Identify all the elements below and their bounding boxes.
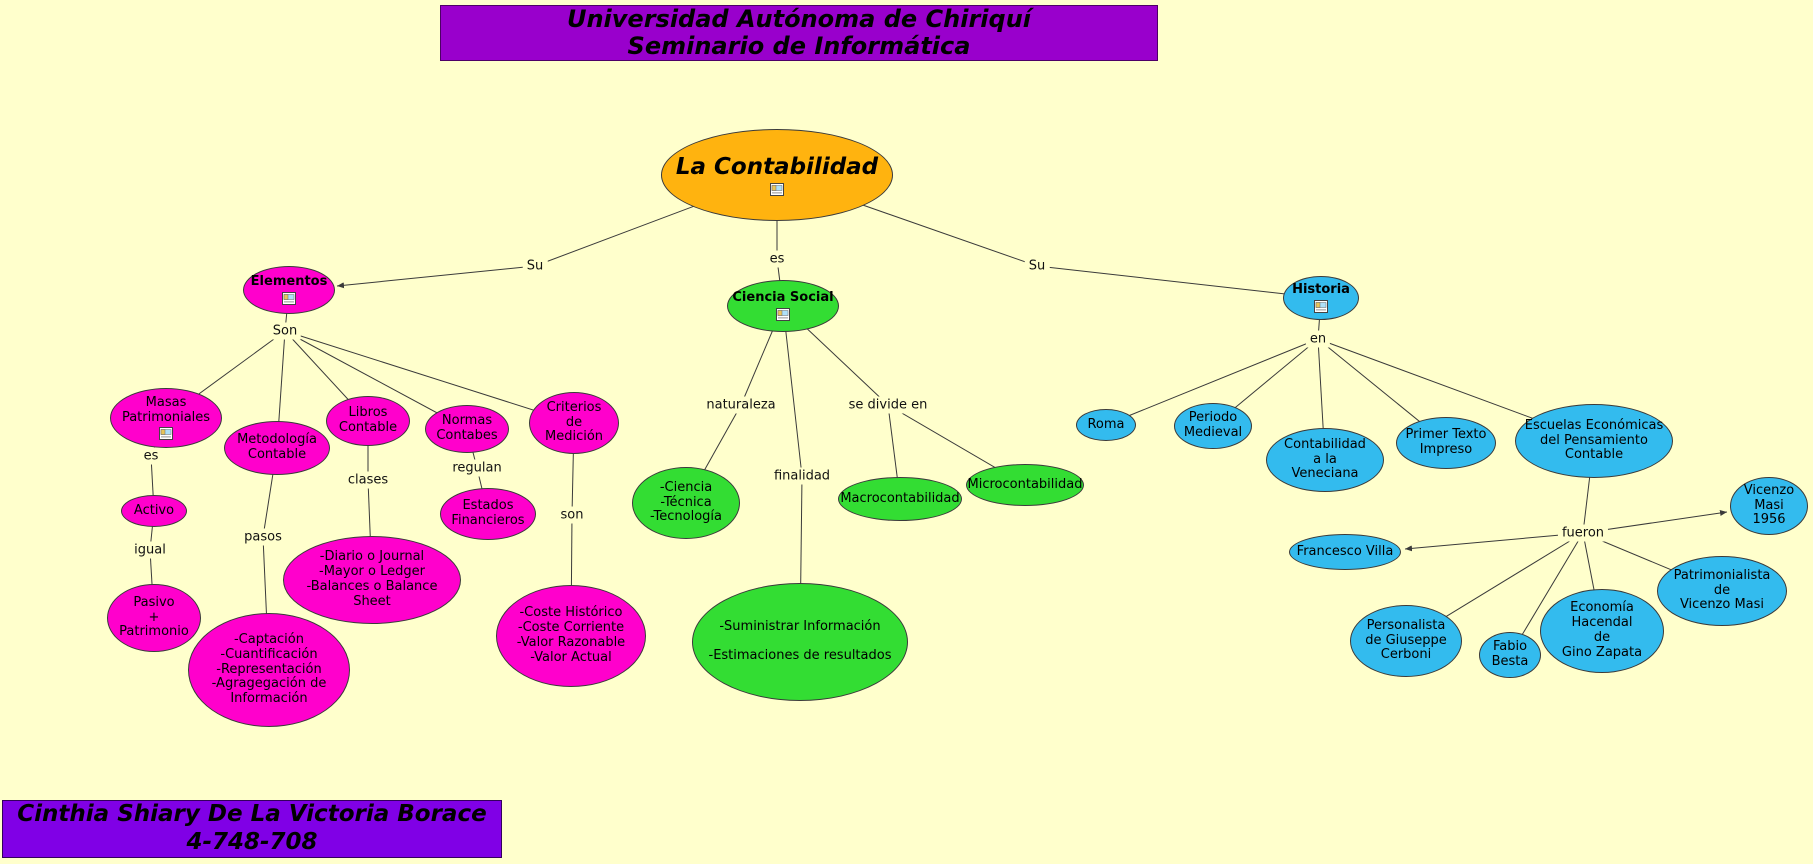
concept-node-vicenzo-masi-1956[interactable]: Vicenzo Masi 1956 <box>1730 477 1808 535</box>
concept-node-primer-texto-impreso[interactable]: Primer Texto Impreso <box>1396 417 1496 469</box>
link-label-es-ciencia[interactable]: es <box>765 250 789 268</box>
concept-node-clases-libros[interactable]: -Diario o Journal -Mayor o Ledger -Balan… <box>283 536 461 624</box>
concept-node-roma[interactable]: Roma <box>1076 409 1136 441</box>
concept-node-pasivo-patrimonio[interactable]: Pasivo + Patrimonio <box>107 584 201 652</box>
node-label: Primer Texto Impreso <box>1405 427 1487 457</box>
header-course-title: Seminario de Informática <box>627 32 971 60</box>
node-label: Elementos <box>250 274 328 290</box>
link-label-su-elementos[interactable]: Su <box>522 257 548 275</box>
link-label-regulan[interactable]: regulan <box>448 459 506 477</box>
link-label-en[interactable]: en <box>1305 330 1331 348</box>
resource-icon[interactable] <box>770 182 784 196</box>
concept-node-patrimonialista-masi[interactable]: Patrimonialista de Vicenzo Masi <box>1657 556 1787 626</box>
concept-node-criterios-coste[interactable]: -Coste Histórico -Coste Corriente -Valor… <box>496 585 646 687</box>
node-label: Macrocontabilidad <box>840 490 960 506</box>
resource-icon[interactable] <box>159 427 173 441</box>
node-label: Roma <box>1087 416 1125 432</box>
resource-icon[interactable] <box>1314 299 1328 313</box>
concept-node-criterios-medicion[interactable]: Criterios de Medición <box>529 392 619 454</box>
node-label: Patrimonialista de Vicenzo Masi <box>1673 567 1771 613</box>
concept-node-naturaleza-items[interactable]: -Ciencia -Técnica -Tecnología <box>632 467 740 539</box>
concept-node-masas-patrimoniales[interactable]: Masas Patrimoniales <box>110 388 222 448</box>
resource-icon[interactable] <box>282 291 296 305</box>
node-label: Microcontabilidad <box>967 476 1083 492</box>
concept-node-personalista-cerboni[interactable]: Personalista de Giuseppe Cerboni <box>1350 605 1462 677</box>
link-label-es-activo[interactable]: es <box>139 447 163 465</box>
node-label: Historia <box>1292 282 1350 298</box>
link-label-son-elementos[interactable]: Son <box>268 322 302 340</box>
concept-node-metodologia-contable[interactable]: Metodología Contable <box>224 421 330 475</box>
link-label-igual[interactable]: igual <box>130 541 170 559</box>
concept-node-escuelas-economicas[interactable]: Escuelas Económicas del Pensamiento Cont… <box>1515 404 1673 478</box>
node-label: -Diario o Journal -Mayor o Ledger -Balan… <box>306 549 438 609</box>
link-label-son-criterios[interactable]: son <box>556 506 588 524</box>
node-label: -Ciencia -Técnica -Tecnología <box>650 479 722 525</box>
connector-line <box>336 265 536 289</box>
footer-author-id: 4-748-708 <box>186 829 318 855</box>
node-label: Activo <box>133 502 175 518</box>
concept-node-libros-contable[interactable]: Libros Contable <box>326 396 410 446</box>
link-label-clases[interactable]: clases <box>343 471 393 489</box>
concept-node-estados-financieros[interactable]: Estados Financieros <box>440 488 536 540</box>
link-label-fueron[interactable]: fueron <box>1557 524 1609 542</box>
node-label: -Coste Histórico -Coste Corriente -Valor… <box>516 605 626 665</box>
concept-node-fabio-besta[interactable]: Fabio Besta <box>1479 632 1541 678</box>
header-university-title: Universidad Autónoma de Chiriquí <box>566 4 1032 33</box>
concept-node-francesco-villa[interactable]: Francesco Villa <box>1289 534 1401 570</box>
node-label: Economía Hacendal de Gino Zapata <box>1561 600 1643 660</box>
concept-node-normas-contabes[interactable]: Normas Contabes <box>425 405 509 453</box>
connector-line <box>782 305 803 477</box>
node-label: Escuelas Económicas del Pensamiento Cont… <box>1524 417 1664 463</box>
node-label: Masas Patrimoniales <box>121 394 211 425</box>
node-label: Ciencia Social <box>732 290 834 306</box>
concept-node-periodo-medieval[interactable]: Periodo Medieval <box>1174 403 1252 449</box>
footer-author-name: Cinthia Shiary De La Victoria Borace <box>17 801 487 828</box>
link-label-pasos[interactable]: pasos <box>240 528 286 546</box>
concept-node-microcontabilidad[interactable]: Microcontabilidad <box>966 464 1084 506</box>
node-label: Metodología Contable <box>237 432 317 462</box>
node-label: La Contabilidad <box>675 154 879 181</box>
concept-node-economia-hacendal[interactable]: Economía Hacendal de Gino Zapata <box>1540 589 1664 673</box>
concept-node-finalidad-items[interactable]: -Suministrar Información -Estimaciones d… <box>692 583 908 701</box>
concept-node-ciencia-social[interactable]: Ciencia Social <box>727 280 839 332</box>
concept-node-activo[interactable]: Activo <box>121 495 187 527</box>
connector-line <box>1036 265 1322 299</box>
concept-node-la-contabilidad[interactable]: La Contabilidad <box>661 129 893 221</box>
node-label: Normas Contabes <box>436 413 498 443</box>
node-label: Pasivo + Patrimonio <box>119 594 189 640</box>
link-label-finalidad[interactable]: finalidad <box>769 467 835 485</box>
node-label: -Suministrar Información -Estimaciones d… <box>708 618 892 664</box>
concept-node-historia[interactable]: Historia <box>1283 276 1359 320</box>
node-label: Personalista de Giuseppe Cerboni <box>1365 617 1447 663</box>
concept-node-contabilidad-veneciana[interactable]: Contabilidad a la Veneciana <box>1266 428 1384 492</box>
link-label-su-historia[interactable]: Su <box>1024 257 1050 275</box>
node-label: Libros Contable <box>338 405 398 435</box>
connector-line <box>284 330 575 424</box>
link-label-se-divide-en[interactable]: se divide en <box>844 396 932 414</box>
node-label: -Captación -Cuantificación -Representaci… <box>211 631 327 707</box>
concept-node-pasos-metodologia[interactable]: -Captación -Cuantificación -Representaci… <box>188 613 350 727</box>
resource-icon[interactable] <box>776 307 790 321</box>
footer-banner: Cinthia Shiary De La Victoria Borace 4-7… <box>2 800 502 858</box>
header-banner: Universidad Autónoma de Chiriquí Seminar… <box>440 5 1158 61</box>
node-label: Criterios de Medición <box>544 399 604 445</box>
link-label-naturaleza[interactable]: naturaleza <box>702 396 780 414</box>
node-label: Periodo Medieval <box>1183 410 1243 440</box>
concept-node-elementos[interactable]: Elementos <box>243 266 335 314</box>
connector-line <box>1105 338 1319 426</box>
node-label: Vicenzo Masi 1956 <box>1743 482 1795 528</box>
connector-line <box>1404 532 1584 552</box>
node-label: Contabilidad a la Veneciana <box>1284 436 1366 482</box>
concept-node-macrocontabilidad[interactable]: Macrocontabilidad <box>838 477 962 521</box>
node-label: Estados Financieros <box>451 498 525 528</box>
node-label: Francesco Villa <box>1296 543 1394 559</box>
node-label: Fabio Besta <box>1491 639 1529 669</box>
